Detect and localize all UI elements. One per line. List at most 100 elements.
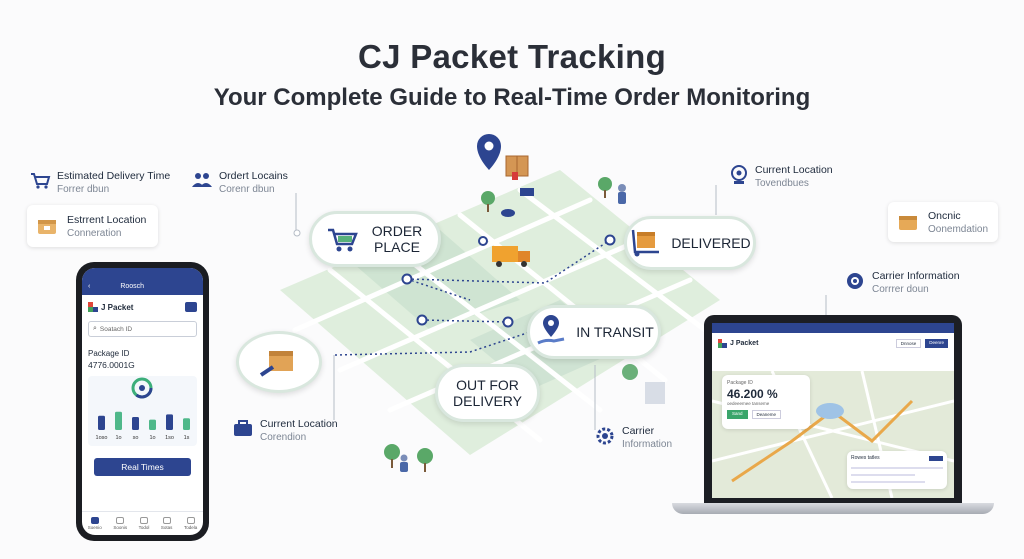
phone-screen: ‹ Roosch J Packet ⌕ Soatach ID Package I… (82, 268, 203, 535)
search-icon: ⌕ (93, 325, 97, 332)
nav-icon (90, 517, 99, 524)
scooter-icon (501, 209, 515, 217)
callout-sub: Information (622, 439, 673, 450)
nav-item[interactable]: Soenio (88, 517, 102, 530)
callout-title: Current Location (755, 164, 833, 176)
package-info-card: Package ID 46.200 % oedeeemee tanseme Sa… (722, 375, 810, 429)
callout-sub: Forrer dbun (57, 184, 110, 195)
connector-lines (295, 185, 827, 430)
chart-bar (98, 415, 105, 430)
callout-title: Estimated Delivery Time (57, 170, 171, 182)
nav-label: Soenio (87, 525, 102, 530)
callout-current-location-bottom: Current Location Corendion (232, 418, 338, 443)
search-input[interactable]: ⌕ Soatach ID (88, 321, 197, 337)
page-title: CJ Packet Tracking (357, 38, 667, 75)
laptop-secondary-button[interactable]: Dnnose (895, 339, 922, 348)
stage-order-placed: ORDER PLACE (309, 211, 441, 267)
chart-label: so (133, 435, 139, 441)
app-name: J Packet (101, 302, 134, 312)
chart-bar (166, 414, 173, 430)
logo-icon (88, 302, 98, 312)
route-nodes (401, 234, 616, 328)
callout-estimated-delivery: Estimated Delivery Time Forrer dbun (29, 170, 170, 195)
panel-title: Rowes tatles (851, 455, 880, 461)
package-id: 4776.0001G (88, 360, 135, 370)
stage-label: IN TRANSIT (576, 324, 654, 340)
stage-label: ORDER PLACE (371, 223, 423, 255)
cart-icon (31, 173, 51, 189)
bottom-nav: Soenio Soonis Todol Sotas Todela (82, 511, 203, 535)
parcel-icon (259, 351, 293, 377)
stage-delivered: DELIVERED (624, 216, 756, 270)
location-icon (731, 165, 747, 184)
panel-line (851, 474, 916, 476)
pin-hand-icon (537, 315, 565, 345)
nav-item[interactable]: Todol (138, 517, 150, 530)
callout-title: Ordert Locains (219, 170, 288, 182)
info-sub: oedeeemee tanseme (727, 401, 770, 406)
callout-title: Oncnic (928, 209, 961, 222)
cart-icon (327, 228, 358, 252)
callout-estimated-location: Estrrent Location Conneration (27, 205, 158, 247)
callout-oncnic: Oncnic Oonemdation (888, 202, 998, 242)
nav-label: Todela (183, 525, 198, 530)
hand-truck-icon (632, 229, 660, 257)
callout-sub: Corendion (260, 432, 307, 443)
phone-top-bar: ‹ Roosch (82, 268, 203, 295)
chart-label: 1so (165, 435, 174, 441)
info-send-button[interactable]: Sand (727, 410, 748, 419)
callout-sub: Corrrer doun (872, 284, 929, 295)
connector-dot (293, 229, 301, 237)
laptop-primary-button[interactable]: Deenre (925, 339, 948, 348)
nav-icon (116, 517, 125, 524)
callout-sub: Corenr dbun (219, 184, 275, 195)
callout-title: Current Location (260, 418, 338, 430)
callout-title: Carrier Information (872, 270, 960, 282)
info-label: Package ID (727, 380, 753, 386)
globe-icon (847, 273, 863, 289)
stage-package-circle (236, 331, 322, 393)
panel-toggle[interactable] (929, 455, 943, 461)
phone-top-title: Roosch (120, 283, 145, 290)
briefcase-icon (234, 420, 252, 436)
gear-icon (596, 427, 614, 445)
callout-current-location-top: Current Location Tovendbues (729, 164, 833, 189)
chart-label: 1s (184, 435, 190, 441)
menu-icon[interactable] (185, 302, 197, 312)
route-line (334, 239, 611, 356)
callout-carrier-info-top: Carrier Information Corrrer doun (844, 270, 960, 295)
laptop-app-name: J Packet (730, 340, 759, 347)
real-times-button[interactable]: Real Times (94, 458, 191, 476)
callout-title: Carrier (622, 425, 655, 437)
nav-icon (162, 517, 171, 524)
panel-line (851, 481, 925, 483)
back-icon[interactable]: ‹ (88, 283, 91, 290)
box-icon (899, 216, 917, 230)
tree-icon (384, 177, 638, 472)
nav-label: Soonis (113, 525, 128, 530)
info-secondary-button[interactable]: Deaneme (751, 410, 782, 419)
truck-icon (492, 246, 530, 267)
nav-label: Todol (138, 525, 150, 530)
page-subtitle: Your Complete Guide to Real-Time Order M… (213, 84, 811, 111)
callout-sub: Oonemdation (928, 223, 989, 235)
callout-order-location: Ordert Locains Corenr dbun (191, 170, 288, 195)
nav-icon (186, 517, 195, 524)
callout-carrier-info-bottom: Carrier Information (594, 425, 672, 450)
package-icon (38, 220, 56, 234)
package-label: Package ID (88, 349, 130, 358)
nav-item[interactable]: Soonis (113, 517, 127, 530)
parcel-icon (505, 155, 534, 196)
route-panel: Rowes tatles (847, 451, 947, 489)
laptop-screen: J Packet Dnnose Deenre Package ID 46.200… (712, 323, 954, 498)
nav-label: Sotas (160, 525, 173, 530)
chart-bar (115, 411, 122, 430)
laptop-device: J Packet Dnnose Deenre Package ID 46.200… (704, 315, 962, 504)
phone-device: ‹ Roosch J Packet ⌕ Soatach ID Package I… (76, 262, 209, 541)
logo-icon (718, 339, 727, 348)
chart-bar (149, 419, 156, 430)
nav-item[interactable]: Todela (184, 517, 197, 530)
nav-item[interactable]: Sotas (160, 517, 173, 530)
